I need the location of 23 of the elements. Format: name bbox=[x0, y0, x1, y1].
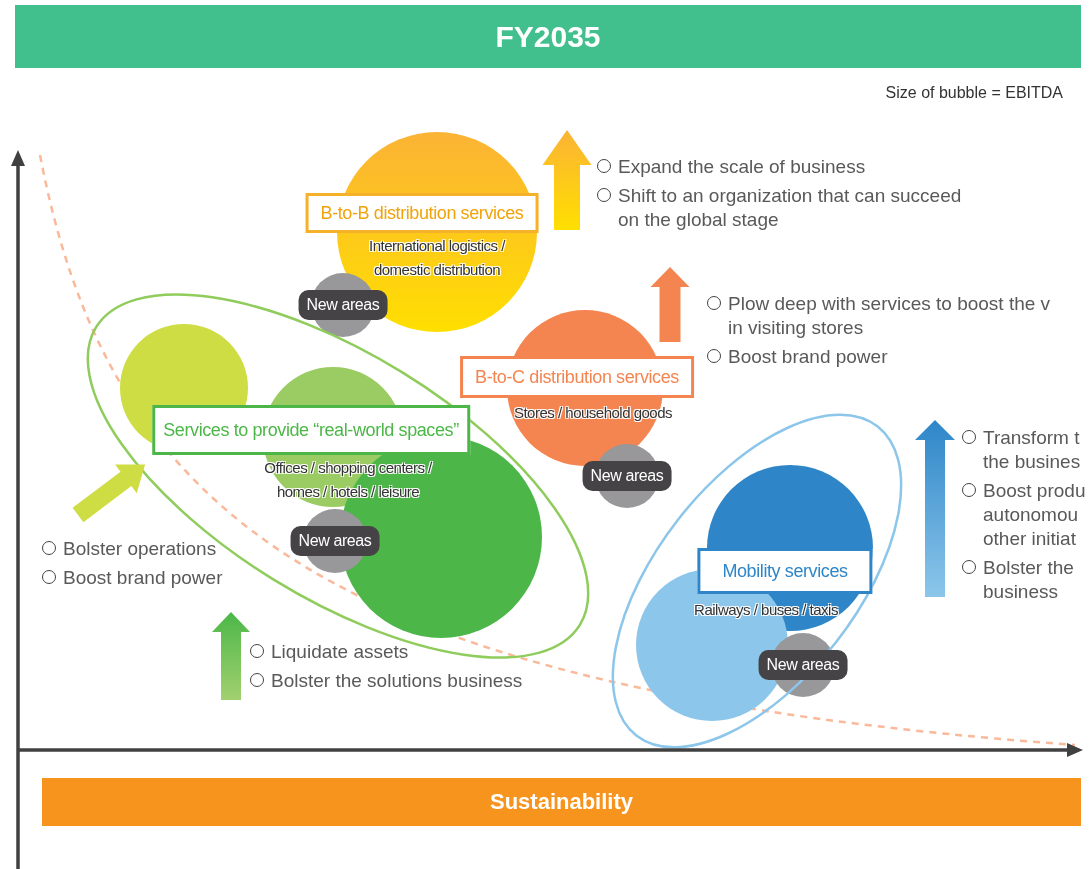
title-banner: FY2035 bbox=[15, 5, 1081, 68]
new-areas-badge: New areas bbox=[582, 461, 672, 491]
bullet-text: Expand the scale of business bbox=[618, 155, 867, 179]
new-areas-badge: New areas bbox=[298, 290, 388, 320]
chart-note: Size of bubble = EBITDA bbox=[885, 84, 1063, 102]
bullet-text: Shift to an organization that can succeed on the global stage bbox=[618, 184, 963, 232]
category-examples: International logistics / domestic distribution bbox=[368, 236, 507, 280]
bullet-text: Bolster the business bbox=[983, 556, 1075, 604]
bullet-text: Boost brand power bbox=[63, 566, 224, 590]
bullet-text: Liquidate assets bbox=[271, 640, 410, 664]
category-label: B-to-B distribution services bbox=[305, 193, 539, 233]
new-areas-badge: New areas bbox=[758, 650, 848, 680]
category-label: Mobility services bbox=[697, 548, 873, 594]
category-label: Services to provide “real-world spaces” bbox=[152, 405, 470, 455]
bullet-text: Boost brand power bbox=[728, 345, 889, 369]
category-label: B-to-C distribution services bbox=[460, 356, 694, 398]
bullet-text: Plow deep with services to boost the v in visiting stores bbox=[728, 292, 1052, 340]
bullet-text: Bolster operations bbox=[63, 537, 218, 561]
bullet-text: Transform t the busines bbox=[983, 426, 1082, 474]
bullet-text: Bolster the solutions business bbox=[271, 669, 524, 693]
axis-label-bar: Sustainability bbox=[42, 778, 1081, 826]
bullet-text: Boost produ autonomou other initiat bbox=[983, 479, 1087, 551]
new-areas-badge: New areas bbox=[290, 526, 380, 556]
